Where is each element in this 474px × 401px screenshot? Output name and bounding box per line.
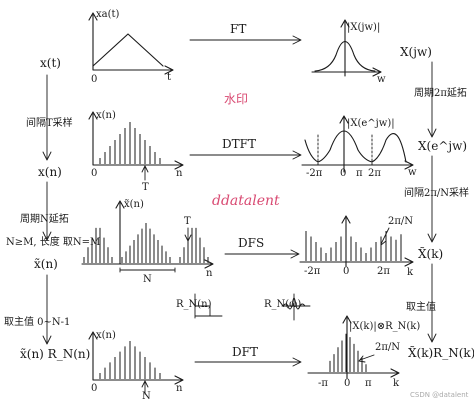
ft-label: FT [230, 22, 246, 36]
panel-x-n: x(n) 0 T n [88, 110, 184, 193]
p4-nlabel: n [176, 383, 183, 394]
arrow-xtilde-to-main [42, 274, 52, 345]
s4-stems [329, 333, 367, 372]
arrow-dfs: DFS [224, 236, 300, 259]
arrow-ft: FT [189, 22, 302, 45]
p4-N-arrow [141, 380, 149, 395]
p3-T: T [184, 216, 191, 227]
p3-N-bracket [119, 267, 176, 273]
s3-stems [305, 231, 402, 261]
s4-tick-pi: π [365, 378, 372, 389]
label-X-ejw: X(e^jw) [418, 139, 467, 153]
arrow-dft: DFT [194, 345, 302, 367]
label-sample-2pi: 间隔2π/N采样 [404, 186, 469, 199]
s4-frac-arrow [358, 354, 375, 363]
s2-tick-0: 0 [340, 168, 346, 179]
rn2-label: R_N(ω) [264, 299, 301, 310]
p2-ylabel: x(n) [96, 110, 116, 121]
s2-tick-2pi: 2π [368, 168, 381, 179]
s4-tick-negpi: -π [318, 378, 328, 389]
label-x-t: x(t) [40, 56, 61, 70]
arrow-Xk-to-main [427, 263, 437, 343]
arrow-xn-to-xtilde [42, 181, 52, 241]
s2-ylabel: |X(e^jw)| [347, 118, 395, 129]
p4-stems [99, 341, 161, 379]
dtft-label: DTFT [222, 137, 256, 151]
p4-N: N [142, 391, 151, 401]
p3-T-arrow [184, 227, 192, 242]
label-cond-ext: N≥M, 长度 取N=M [6, 235, 100, 248]
spectrum-X-k: 2π/N -2π 0 2π k [299, 215, 414, 278]
label-x-tilde-rn: x̃(n) R_N(n) [20, 347, 90, 361]
s3-frac-arrow [380, 227, 390, 246]
dfs-label: DFS [238, 236, 264, 250]
s1-xlabel: w [377, 74, 386, 85]
s4-xlabel: k [393, 378, 400, 389]
panel-xa-t: xa(t) 0 t [88, 9, 174, 85]
p2-zero: 0 [91, 168, 97, 179]
spectrum-X-jw: |X(jw)| w [311, 19, 386, 85]
p1-tlabel: t [167, 72, 171, 83]
s4-tick-0: 0 [344, 378, 350, 389]
arrow-Xejw-to-Xk [427, 155, 437, 243]
credit-text: CSDN @datalent [410, 391, 469, 399]
panel-rn-sinc: R_N(ω) [264, 293, 311, 321]
p3-N: N [143, 274, 152, 285]
p2-T: T [142, 182, 149, 193]
spectrum-X-ejw: |X(e^jw)| -2π 0 π 2π w [301, 115, 417, 179]
s2-tick-pi: π [356, 168, 363, 179]
label-sample: 间隔T采样 [26, 116, 73, 129]
label-x-tilde: x̃(n) [34, 257, 58, 271]
s3-frac: 2π/N [388, 216, 413, 227]
p3-ylabel: x̃(n) [124, 199, 144, 210]
arrow-Xjw-to-Xejw [427, 61, 437, 138]
p4-ylabel: x(n) [96, 330, 116, 341]
rn1-label: R_N(n) [176, 299, 212, 310]
s4-frac: 2π/N [375, 342, 400, 353]
label-periodic-2pi: 周期2π延拓 [414, 87, 467, 99]
s1-ylabel: |X(jw)| [347, 22, 380, 33]
panel-rn-window: R_N(n) [176, 293, 223, 319]
p1-ylabel: xa(t) [96, 9, 120, 20]
label-take-main: 取主值 0~N-1 [4, 315, 70, 328]
watermark-middle: ddatalent [212, 193, 280, 209]
s3-tick-2pi: 2π [377, 266, 390, 277]
label-X-k-rn: X̃(k)R_N(k) [408, 345, 474, 360]
spectrum-X-k-rn: |X(k)|⊗R_N(k) 2π/N -π 0 π k [307, 315, 420, 389]
s2-xlabel: w [408, 167, 417, 178]
p2-T-arrow [141, 165, 149, 181]
label-X-jw: X(jw) [400, 45, 432, 59]
arrow-x-to-xn [42, 74, 52, 161]
panel-x-tilde-rn: x(n) 0 N n [88, 330, 184, 401]
label-X-k: X̃(k) [418, 246, 443, 261]
p1-zero: 0 [91, 74, 97, 85]
p3-nlabel: n [206, 268, 213, 279]
p4-zero: 0 [91, 383, 97, 394]
arrow-dtft: DTFT [189, 137, 302, 160]
label-take-main-right: 取主值 [406, 300, 436, 313]
s2-tick-neg2pi: -2π [306, 168, 323, 179]
watermark-top: 水印 [224, 92, 248, 106]
s3-tick-neg2pi: -2π [304, 266, 321, 277]
panel-x-tilde: x̃(n) T N n [81, 199, 214, 285]
label-periodic-ext: 周期N延拓 [20, 213, 69, 225]
p3-stems [83, 223, 209, 263]
p2-stems [99, 122, 161, 164]
s4-ylabel: |X(k)|⊗R_N(k) [349, 321, 420, 332]
label-x-n: x(n) [38, 165, 62, 179]
s3-xlabel: k [407, 267, 414, 278]
s3-tick-0: 0 [343, 266, 349, 277]
dft-label: DFT [232, 345, 258, 359]
triangle-signal [92, 33, 164, 67]
p2-nlabel: n [176, 168, 183, 179]
